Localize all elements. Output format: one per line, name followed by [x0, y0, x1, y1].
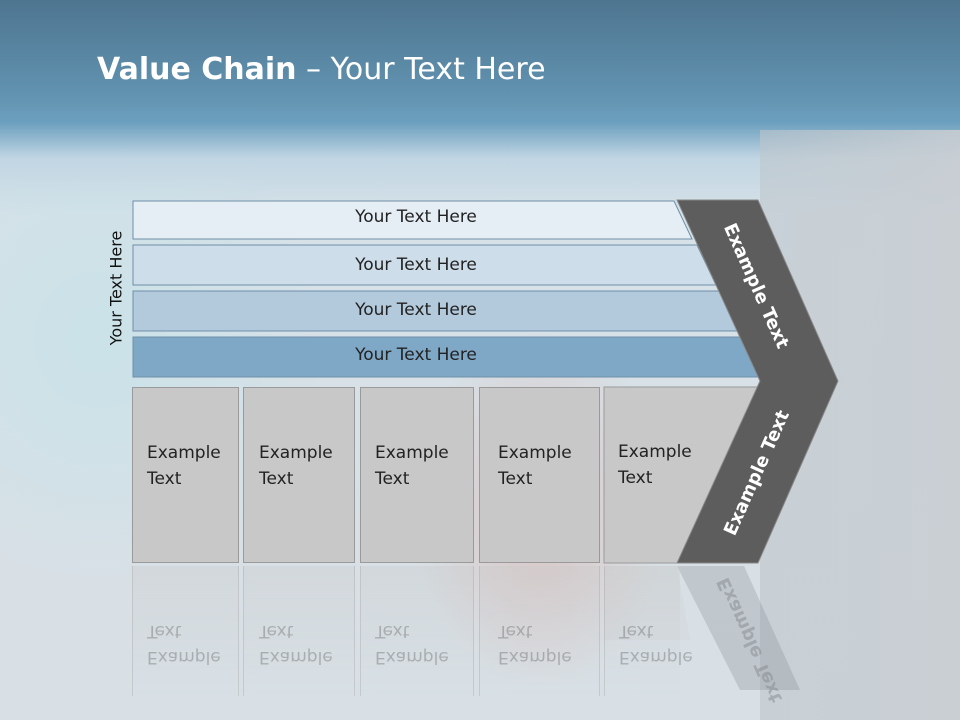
box-5-arrow-reflection — [604, 566, 690, 640]
title-bold: Value Chain — [97, 52, 297, 87]
activity-box-2: Example Text — [243, 387, 355, 563]
box-reflection-label: Example Text — [375, 621, 449, 667]
activity-box-label: Example Text — [498, 443, 572, 489]
activity-box-label: Example Text — [618, 442, 692, 488]
row-label-4: Your Text Here — [355, 345, 477, 365]
box-reflection-label: Example Text — [498, 621, 572, 667]
row-label-2: Your Text Here — [355, 255, 477, 275]
box-reflection: Example Text — [132, 566, 239, 696]
box-reflection-label: Example Text — [619, 621, 693, 667]
activity-box-label: Example Text — [375, 443, 449, 489]
row-label-3: Your Text Here — [355, 300, 477, 320]
box-reflection: Example Text — [479, 566, 600, 696]
box-reflection: Example Text — [604, 566, 693, 696]
chevron-reflection — [677, 566, 800, 690]
box-reflection-label: Example Text — [259, 621, 333, 667]
activity-box-3: Example Text — [360, 387, 474, 563]
activity-box-1: Example Text — [132, 387, 239, 563]
box-reflection: Example Text — [360, 566, 474, 696]
row-label-1: Your Text Here — [355, 207, 477, 227]
row-band-1 — [132, 200, 693, 240]
activity-box-label: Example Text — [259, 443, 333, 489]
activity-box-label: Example Text — [147, 443, 221, 489]
box-reflection: Example Text — [243, 566, 355, 696]
chevron-shape — [676, 199, 839, 564]
activity-box-5: Example Text — [604, 387, 692, 563]
page-title: Value Chain – Your Text Here — [97, 52, 546, 87]
activity-box-4: Example Text — [479, 387, 600, 563]
box-reflection-label: Example Text — [147, 621, 221, 667]
title-rest: – Your Text Here — [296, 52, 546, 87]
